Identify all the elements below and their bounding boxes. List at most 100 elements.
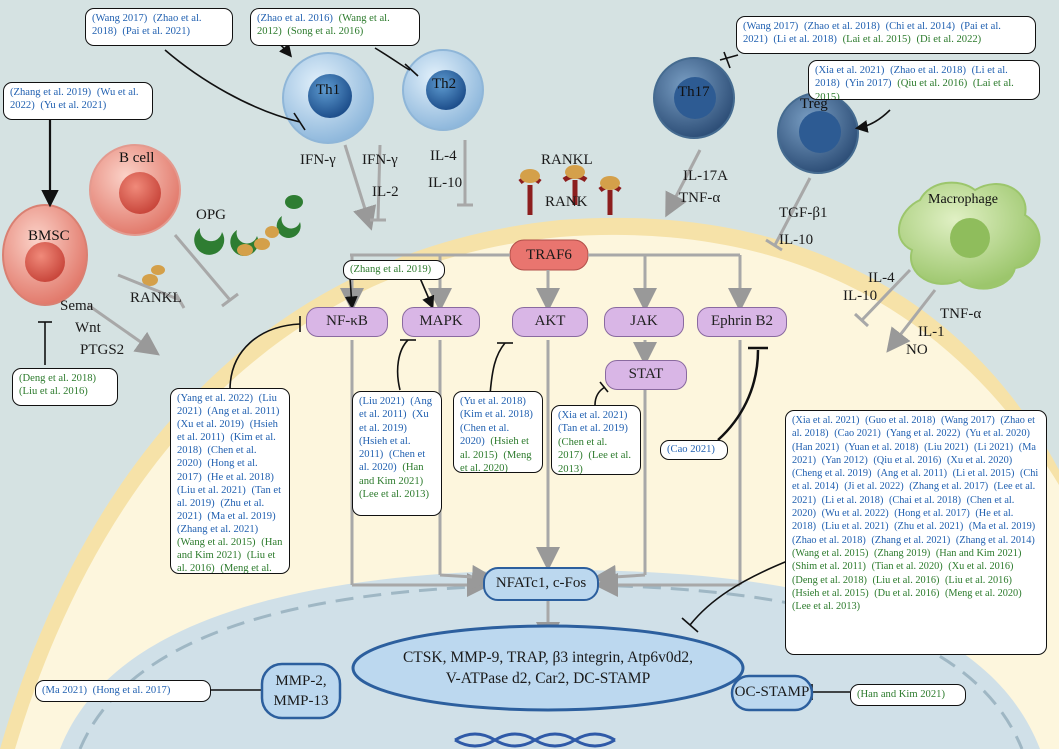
macrophage-cytokine-il1: IL-1 [918,324,945,340]
citation-entry: (Wang 2017) [92,13,148,24]
citation-entry: (Lee et al. 2013) [558,450,632,475]
citation-entry: (Ma et al. 2019) [968,521,1036,533]
citation-entry: (Han and Kim 2021) [857,689,945,700]
citation-entry: (Han and Kim 2021) [935,547,1022,559]
th17-cytokine-tnfa: TNF-α [679,190,721,206]
citation-box-th2: (Zhao et al. 2016) (Wang et al. 2012) (S… [250,8,420,46]
citation-entry: (Xu et al. 2019) [177,419,245,431]
rankl-left-label: RANKL [130,290,182,306]
citation-entry: (Wang et al. 2012) [257,13,390,38]
citation-entry: (Liu et al. 2016) [177,550,276,574]
citation-entry: (Deng et al. 2018) [792,574,867,586]
citation-box-mapk: (Liu 2021) (Ang et al. 2011) (Xu et al. … [352,391,442,516]
citation-entry: (Hsieh et al. 2015) [792,587,869,599]
citation-entry: (Zhang et al. 2019) [350,264,432,275]
citation-entry: (Liu et al. 2016) [19,386,88,398]
macrophage-label: Macrophage [928,192,998,207]
mmp-shape [260,662,342,720]
th17-label: Th17 [678,84,710,100]
citation-box-nucleus: (Xia et al. 2021) (Guo et al. 2018) (Wan… [785,410,1047,655]
citation-entry: (Chai et al. 2018) [888,494,962,506]
citation-entry: (Cao 2021) [834,428,881,440]
opg-icon [142,195,303,286]
citation-entry: (Zhang et al. 2021) [871,534,951,546]
citation-entry: (Lee et al. 2013) [359,489,430,501]
citation-entry: (Han and Kim 2021) [177,537,283,562]
citation-entry: (Guo et al. 2018) [865,415,936,426]
citation-entry: (Xu et al. 2019) [359,409,429,434]
citation-entry: (Liu et al. 2016) [945,574,1012,586]
ocstamp-label: OC-STAMP [734,684,810,700]
citation-entry: (Du et al. 2016) [874,587,940,599]
citation-box-bmsc: (Zhang et al. 2019) (Wu et al. 2022) (Yu… [3,82,153,120]
citation-entry: (Yu et al. 2021) [40,100,107,112]
citation-entry: (Zhang 2019) [873,547,931,559]
citation-entry: (Ma et al. 2019) [207,510,276,522]
citation-entry: (Liu et al. 2016) [872,574,940,586]
b-cell-icon [89,144,181,236]
citation-entry: (Hsieh et al. 2011) [177,419,278,444]
citation-entry: (Li et al. 2018) [773,34,837,46]
citation-entry: (Xia et al. 2021) [792,415,860,426]
citation-entry: (Hsieh et al. 2011) [359,435,411,461]
treg-cell-icon [777,92,859,174]
citation-entry: (Yang et al. 2022) [886,428,961,440]
bmsc-cell-icon [2,204,88,306]
citation-entry: (Zhao et al. 2018) [792,534,866,546]
citation-entry: (Hong et al. 2017) [92,685,171,696]
citation-entry: (Han and Kim 2021) [359,462,424,487]
citation-entry: (Chen et al. 2020) [792,494,1015,520]
citation-entry: (Cao 2021) [667,444,715,455]
macrophage-cytokine-tnfa: TNF-α [940,306,982,322]
citation-entry: (Tian et al. 2020) [871,561,943,573]
citation-entry: (Lee et al. 2021) [792,481,1036,506]
gene-products-line2: V-ATPase d2, Car2, DC-STAMP [445,670,651,687]
jak-node: JAK [604,307,684,337]
citation-entry: (Qiu et al. 2016) [897,78,968,90]
citation-entry: (Meng et al. 2020) [220,563,272,574]
citation-entry: (Pai et al. 2021) [122,26,191,38]
citation-entry: (Ma 2021) [42,685,88,696]
citation-entry: (Liu et al. 2021) [177,484,246,496]
citation-entry: (Zhao et al. 2018) [890,65,966,76]
bcell-label: B cell [119,150,155,166]
citation-entry: (Han 2021) [792,441,840,453]
citation-entry: (Wu et al. 2022) [10,87,139,112]
th17-cytokine-il17a: IL-17A [683,168,728,184]
citation-entry: (Wang 2017) [743,21,799,32]
citation-entry: (Zhang et al. 2017) [909,481,989,493]
citation-entry: (Wang 2017) [940,415,995,426]
mmp-line1: MMP-2, [275,673,327,689]
citation-entry: (Wu et al. 2022) [821,508,889,520]
citation-entry: (Pai et al. 2021) [743,21,1001,46]
citation-entry: (Xia et al. 2021) [815,65,885,76]
citation-box-treg: (Xia et al. 2021) (Zhao et al. 2018) (Li… [808,60,1040,100]
citation-entry: (Qiu et al. 2016) [873,454,942,466]
citation-entry: (Li 2021) [974,441,1014,453]
citation-entry: (Yan 2012) [821,454,868,466]
opg-label: OPG [196,207,227,223]
citation-entry: (Chi et al. 2014) [792,468,1039,493]
citation-entry: (Ma 2021) [792,441,1036,466]
citation-entry: (Chen et al. 2020) [359,449,426,474]
citation-entry: (Li et al. 2018) [821,494,884,506]
th2-cell-icon [402,49,484,131]
sema-label: Sema [60,298,94,314]
th1-cytokine-ifng-a: IFN-γ [300,152,336,168]
citation-entry: (Chen et al. 2020) [177,445,257,470]
citation-entry: (Yu et al. 2020) [965,428,1030,440]
citation-box-ephrin: (Cao 2021) [660,440,728,460]
treg-cytokine-tgfb1: TGF-β1 [779,205,828,221]
citation-entry: (Zhao et al. 2018) [92,13,202,38]
gene-products-line1: CTSK, MMP-9, TRAP, β3 integrin, Atp6v0d2… [402,649,694,666]
th1-label: Th1 [316,82,341,98]
citation-entry: (Zhao et al. 2018) [792,415,1035,440]
citation-entry: (Zhang et al. 2021) [177,523,259,535]
citation-entry: (Liu et al. 2021) [821,521,889,533]
citation-entry: (Chen et al. 2020) [460,422,510,448]
macrophage-cell-icon [898,181,1041,290]
gene-products-shape [351,624,745,712]
citation-entry: (Kim et al. 2018) [177,432,276,457]
citation-entry: (Liu 2021) [924,441,969,453]
citation-entry: (Tan et al. 2019) [177,484,282,509]
